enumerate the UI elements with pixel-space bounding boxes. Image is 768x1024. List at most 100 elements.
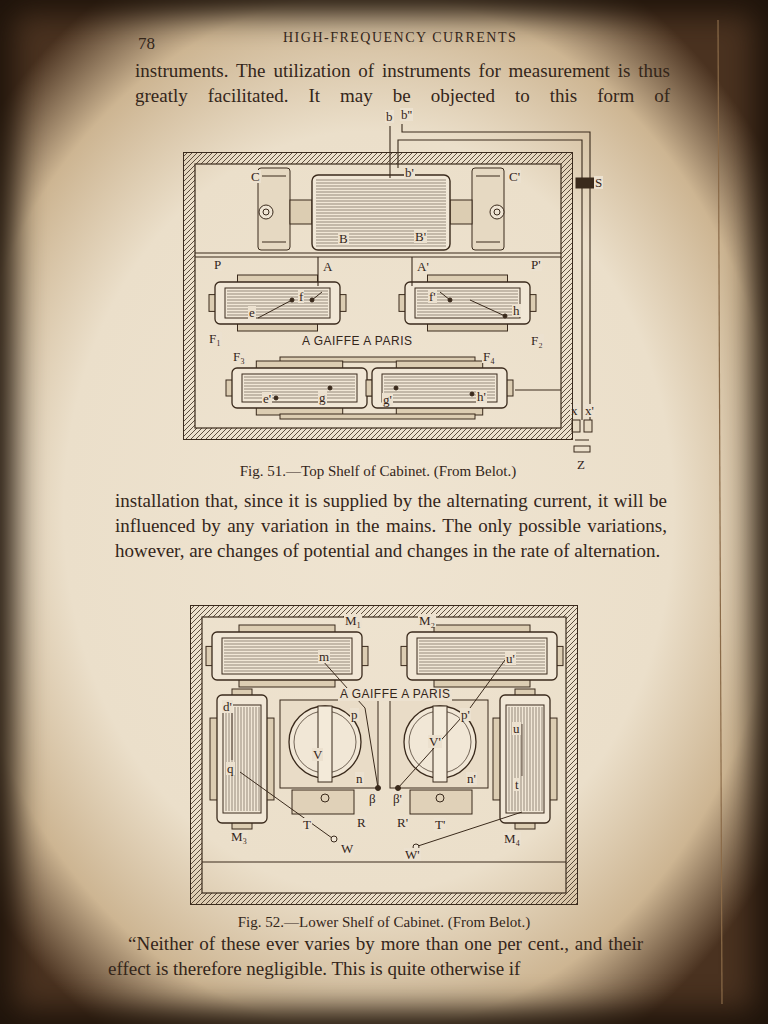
part-letter: q bbox=[226, 762, 235, 775]
winding-line bbox=[224, 644, 350, 645]
winding-line bbox=[542, 707, 543, 811]
winding-line bbox=[524, 707, 525, 811]
part-letter: T' bbox=[434, 818, 446, 831]
part-letter: x bbox=[570, 404, 579, 417]
winding-line bbox=[244, 707, 245, 811]
coil-winding bbox=[225, 288, 330, 318]
part-letter: B bbox=[338, 232, 349, 245]
coil-winding bbox=[222, 638, 352, 674]
winding-line bbox=[419, 650, 545, 651]
winding-line bbox=[316, 216, 446, 217]
winding-line bbox=[316, 210, 446, 211]
part-letter: P bbox=[213, 258, 222, 271]
part-letter: A bbox=[322, 260, 333, 273]
part-letter: h bbox=[512, 304, 521, 317]
figure-caption: Fig. 52.—Lower Shelf of Cabinet. (From B… bbox=[151, 914, 617, 931]
winding-line bbox=[227, 312, 328, 313]
part-letter: f' bbox=[428, 290, 437, 303]
coil-body bbox=[405, 282, 530, 324]
terminal bbox=[310, 298, 314, 302]
winding-line bbox=[419, 653, 545, 654]
coil-bracket bbox=[258, 168, 290, 250]
meter-housing bbox=[390, 700, 488, 788]
winding-line bbox=[536, 707, 537, 811]
winding-line bbox=[224, 659, 350, 660]
winding-line bbox=[227, 306, 328, 307]
winding-line bbox=[316, 201, 446, 202]
winding-line bbox=[419, 665, 545, 666]
part-letter: x' bbox=[584, 404, 595, 417]
winding-line bbox=[533, 707, 534, 811]
coil-bracket bbox=[472, 168, 504, 250]
coil-cylinder bbox=[312, 175, 450, 250]
running-head: HIGH-FREQUENCY CURRENTS bbox=[283, 30, 517, 46]
winding-line bbox=[316, 204, 446, 205]
part-letter: e bbox=[248, 306, 256, 319]
wire bbox=[476, 176, 500, 177]
winding-line bbox=[419, 644, 545, 645]
coil-body bbox=[212, 632, 362, 680]
part-letter: b'' bbox=[400, 108, 413, 121]
winding-line bbox=[316, 198, 446, 199]
part-letter: F₄ bbox=[482, 350, 496, 363]
switch-terminal bbox=[576, 178, 596, 188]
axle bbox=[450, 200, 472, 224]
winding-line bbox=[244, 392, 355, 393]
winding-line bbox=[227, 303, 328, 304]
winding-line bbox=[316, 219, 446, 220]
coil-winding bbox=[223, 705, 261, 813]
winding-line bbox=[229, 707, 230, 811]
wire bbox=[476, 242, 500, 243]
terminal bbox=[436, 794, 444, 802]
coil-winding bbox=[382, 374, 497, 402]
part-letter: S bbox=[594, 176, 603, 189]
terminal bbox=[470, 392, 474, 396]
wire bbox=[522, 724, 523, 776]
winding-line bbox=[417, 309, 518, 310]
part-letter: R' bbox=[396, 816, 409, 829]
winding-line bbox=[256, 707, 257, 811]
winding-line bbox=[250, 707, 251, 811]
winding-line bbox=[316, 246, 446, 247]
winding-line bbox=[419, 662, 545, 663]
shelf bbox=[195, 252, 561, 253]
part-letter: b bbox=[385, 110, 394, 123]
terminal bbox=[321, 794, 329, 802]
winding-line bbox=[384, 383, 495, 384]
maker-mark: A GAIFFE A PARIS bbox=[300, 335, 414, 348]
wire bbox=[418, 812, 522, 846]
terminal-z bbox=[574, 446, 590, 452]
winding-line bbox=[227, 294, 328, 295]
part-letter: B' bbox=[414, 230, 427, 243]
coil-body bbox=[500, 695, 550, 823]
winding-line bbox=[316, 189, 446, 190]
wire bbox=[258, 300, 292, 318]
winding-line bbox=[244, 395, 355, 396]
terminal bbox=[290, 298, 294, 302]
part-letter: b' bbox=[404, 166, 415, 179]
winding-line bbox=[232, 707, 233, 811]
winding-line bbox=[224, 665, 350, 666]
winding-line bbox=[316, 183, 446, 184]
winding-line bbox=[316, 222, 446, 223]
winding-line bbox=[419, 641, 545, 642]
winding-line bbox=[259, 707, 260, 811]
wire bbox=[232, 708, 233, 760]
winding-line bbox=[316, 195, 446, 196]
body-text: installation that, since it is supplied … bbox=[115, 488, 667, 563]
core-end bbox=[209, 295, 346, 312]
wire bbox=[262, 242, 286, 243]
terminal bbox=[503, 314, 507, 318]
winding-line bbox=[384, 377, 495, 378]
coil-winding bbox=[417, 638, 547, 674]
terminal bbox=[494, 209, 500, 215]
winding-line bbox=[241, 707, 242, 811]
terminal bbox=[448, 298, 452, 302]
terminal bbox=[490, 205, 504, 219]
terminal bbox=[259, 205, 273, 219]
winding-line bbox=[227, 291, 328, 292]
terminal bbox=[331, 836, 337, 842]
shelf bbox=[195, 257, 561, 258]
